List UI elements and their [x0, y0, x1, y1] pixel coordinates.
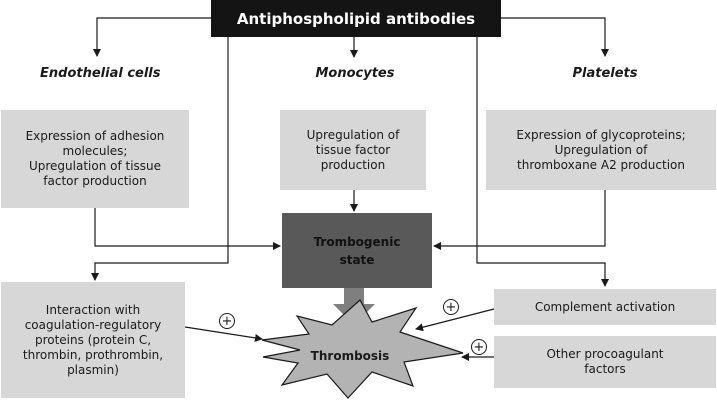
arrow-interaction-to-thrombosis	[184, 326, 263, 342]
complement-activation-box: Complement activation	[494, 289, 716, 325]
arrow-to-endothelial	[93, 17, 211, 57]
heading-endothelial-cells: Endothelial cells	[40, 66, 161, 81]
arrow-endothelial-to-state	[94, 208, 281, 250]
arrow-to-interaction	[91, 37, 229, 281]
plus-icon: +	[471, 339, 487, 355]
plus-icon: +	[443, 299, 459, 315]
endothelial-effects-box: Expression of adhesion molecules; Upregu…	[1, 110, 189, 208]
plus-icon: +	[219, 313, 235, 329]
arrow-to-platelets	[501, 17, 609, 57]
antiphospholipid-antibodies-box: Antiphospholipid antibodies	[211, 0, 501, 37]
monocytes-effects-box: Upregulation of tissue factor production	[280, 110, 426, 190]
thrombosis-label: Thrombosis	[310, 349, 390, 363]
other-procoagulant-factors-box: Other procoagulant factors	[494, 336, 716, 388]
heading-platelets: Platelets	[572, 66, 638, 81]
arrow-complement-to-thrombosis	[415, 308, 495, 332]
platelets-effects-box: Expression of glycoproteins; Upregulatio…	[486, 110, 716, 190]
coagulation-interaction-box: Interaction with coagulation-regulatory …	[1, 282, 185, 398]
arrow-platelets-to-state	[433, 190, 606, 250]
thrombosis-star	[261, 299, 464, 399]
heading-monocytes: Monocytes	[315, 66, 395, 81]
arrow-to-complement	[476, 37, 609, 287]
trombogenic-state-box: Trombogenic state	[282, 213, 432, 288]
